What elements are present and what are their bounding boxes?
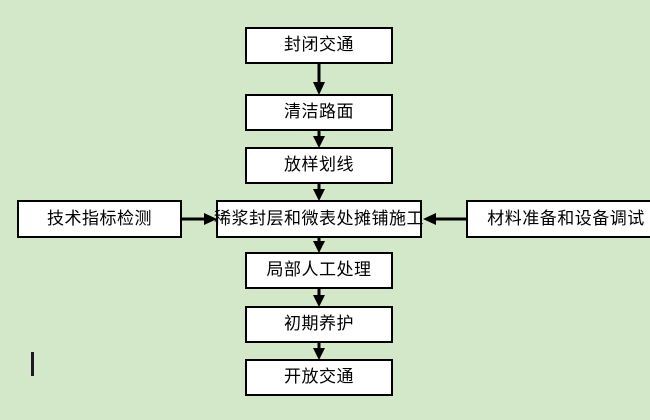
node-close-traffic[interactable]: 封闭交通 xyxy=(245,27,393,64)
node-clean-road[interactable]: 清洁路面 xyxy=(245,94,393,131)
arrow-local-manual-to-early-curing xyxy=(312,287,326,308)
arrow-clean-road-to-setout-marking xyxy=(312,129,326,149)
arrow-tech-index-to-main-paving xyxy=(182,212,218,226)
node-local-manual-treatment[interactable]: 局部人工处理 xyxy=(245,252,393,289)
node-setout-marking[interactable]: 放样划线 xyxy=(245,147,393,184)
arrow-early-curing-to-open-traffic xyxy=(312,341,326,361)
arrow-material-prep-to-main-paving xyxy=(422,212,468,226)
arrow-main-paving-to-local-manual xyxy=(312,236,326,254)
text-caret-mark xyxy=(31,352,34,376)
node-slurry-seal-micro-surfacing-paving[interactable]: 稀浆封层和微表处摊铺施工 xyxy=(214,200,424,238)
node-tech-index-detection[interactable]: 技术指标检测 xyxy=(17,200,182,238)
node-early-curing[interactable]: 初期养护 xyxy=(245,306,393,343)
arrow-setout-marking-to-main-paving xyxy=(312,182,326,202)
node-material-prep-equipment-debug[interactable]: 材料准备和设备调试 xyxy=(466,200,650,238)
arrow-close-traffic-to-clean-road xyxy=(312,62,326,96)
node-open-traffic[interactable]: 开放交通 xyxy=(245,359,393,396)
